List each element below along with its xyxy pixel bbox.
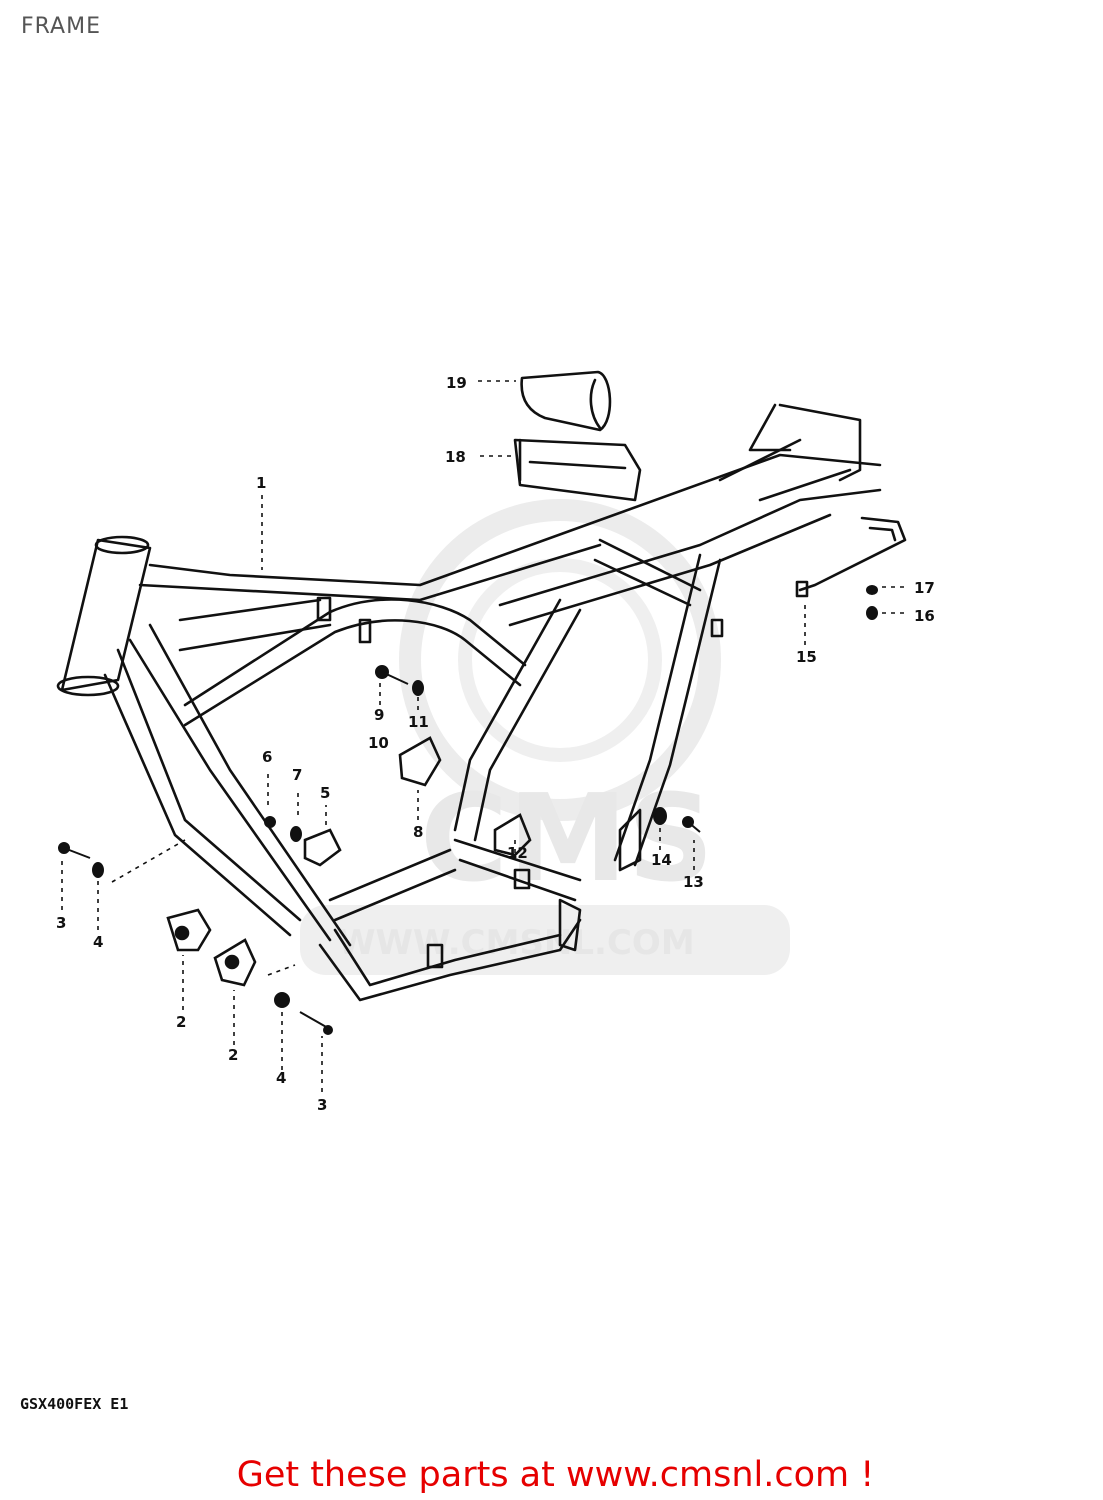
callout-5: 5 — [320, 784, 330, 802]
leader-lines — [61, 380, 905, 1092]
callout-11: 11 — [408, 713, 429, 731]
callout-2-left: 2 — [176, 1013, 186, 1031]
engine-mount-plate-left — [166, 908, 212, 952]
callout-14: 14 — [651, 851, 672, 869]
callout-1: 1 — [256, 474, 266, 492]
callout-16: 16 — [914, 607, 935, 625]
callout-9: 9 — [374, 706, 384, 724]
model-code: GSX400FEX E1 — [20, 1395, 129, 1413]
callout-4-left: 4 — [93, 933, 103, 951]
frame-assembly — [56, 370, 907, 1002]
callout-19: 19 — [446, 374, 467, 392]
watermark-text: WWW.CMSNL.COM — [338, 923, 695, 963]
callout-3-left: 3 — [56, 914, 66, 932]
callout-6: 6 — [262, 748, 272, 766]
callout-2-right: 2 — [228, 1046, 238, 1064]
callout-7: 7 — [292, 766, 302, 784]
fasteners — [58, 585, 878, 1035]
callout-labels: 1 2 2 3 3 4 4 5 6 7 8 9 10 11 12 13 14 1… — [56, 374, 935, 1114]
callout-10: 10 — [368, 734, 389, 752]
watermark: CMS WWW.CMSNL.COM — [300, 499, 790, 975]
callout-3-right: 3 — [317, 1096, 327, 1114]
callout-13: 13 — [683, 873, 704, 891]
callout-8: 8 — [413, 823, 423, 841]
callout-17: 17 — [914, 579, 935, 597]
page-title: FRAME — [21, 14, 101, 39]
callout-12: 12 — [507, 844, 528, 862]
callout-4-right: 4 — [276, 1069, 286, 1087]
callout-18: 18 — [445, 448, 466, 466]
watermark-logo-text: CMS — [420, 770, 714, 909]
engine-mount-plate-center — [303, 736, 532, 867]
promo-link[interactable]: Get these parts at www.cmsnl.com ! — [236, 1455, 875, 1495]
callout-15: 15 — [796, 648, 817, 666]
engine-mount-plate-right — [213, 938, 257, 987]
